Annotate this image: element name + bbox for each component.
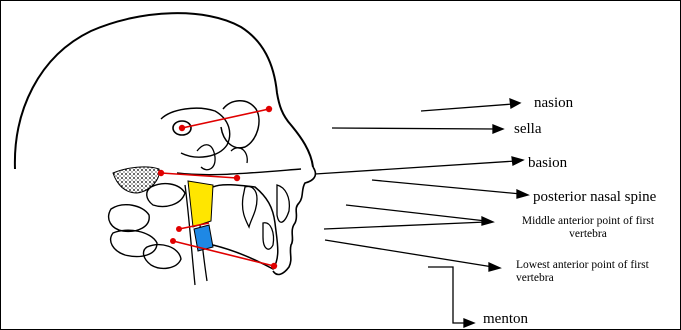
occipital-bone	[113, 167, 159, 193]
sella-nasion-line	[182, 109, 269, 128]
arrow-middle-vertebra-secondary	[324, 222, 486, 229]
vertebra-c3	[111, 230, 157, 256]
arrow-basion	[315, 161, 516, 174]
sella-point	[179, 125, 185, 131]
arrow-sella	[332, 128, 496, 129]
orbit-outline	[221, 101, 259, 148]
upper-vertebra-region	[188, 181, 213, 227]
label-sella: sella	[514, 121, 542, 138]
label-middle-line1: Middle anterior point of first	[498, 215, 678, 228]
arrow-pns	[372, 180, 521, 194]
label-lowest-line2: vertebra	[516, 272, 649, 285]
label-posterior-nasal-spine: posterior nasal spine	[533, 189, 656, 206]
label-lowest-line1: Lowest anterior point of first	[516, 259, 649, 272]
middle-vertebra-point	[176, 226, 182, 232]
pns-point	[234, 175, 240, 181]
sphenoid-outline	[161, 108, 230, 157]
arrow-lowest-vertebra	[325, 240, 493, 267]
vertebra-menton-line	[173, 241, 274, 266]
mandible-outline	[213, 185, 278, 269]
label-lowest-anterior-point: Lowest anterior point of first vertebra	[516, 259, 649, 285]
palate-outline	[177, 169, 301, 175]
nasion-point	[266, 106, 272, 112]
vertebra-c2	[109, 205, 150, 232]
incisor-tooth	[277, 185, 289, 222]
pointer-arrows	[315, 99, 528, 327]
label-menton: menton	[483, 311, 528, 328]
label-middle-anterior-point: Middle anterior point of first vertebra	[498, 215, 678, 241]
arrow-menton	[428, 267, 467, 323]
arrow-middle-vertebra	[346, 205, 486, 221]
vertebra-atlas	[147, 184, 185, 207]
arrow-nasion	[421, 104, 513, 111]
lowest-vertebra-point	[170, 238, 176, 244]
vertebra-c4	[144, 245, 181, 269]
lower-incisor-tooth	[263, 223, 274, 249]
basion-point	[158, 170, 164, 176]
cranium-outline	[15, 13, 313, 169]
label-middle-line2: vertebra	[498, 228, 678, 241]
label-nasion: nasion	[534, 95, 573, 112]
label-basion: basion	[528, 155, 567, 172]
menton-point	[271, 263, 277, 269]
molar-tooth	[242, 187, 257, 228]
